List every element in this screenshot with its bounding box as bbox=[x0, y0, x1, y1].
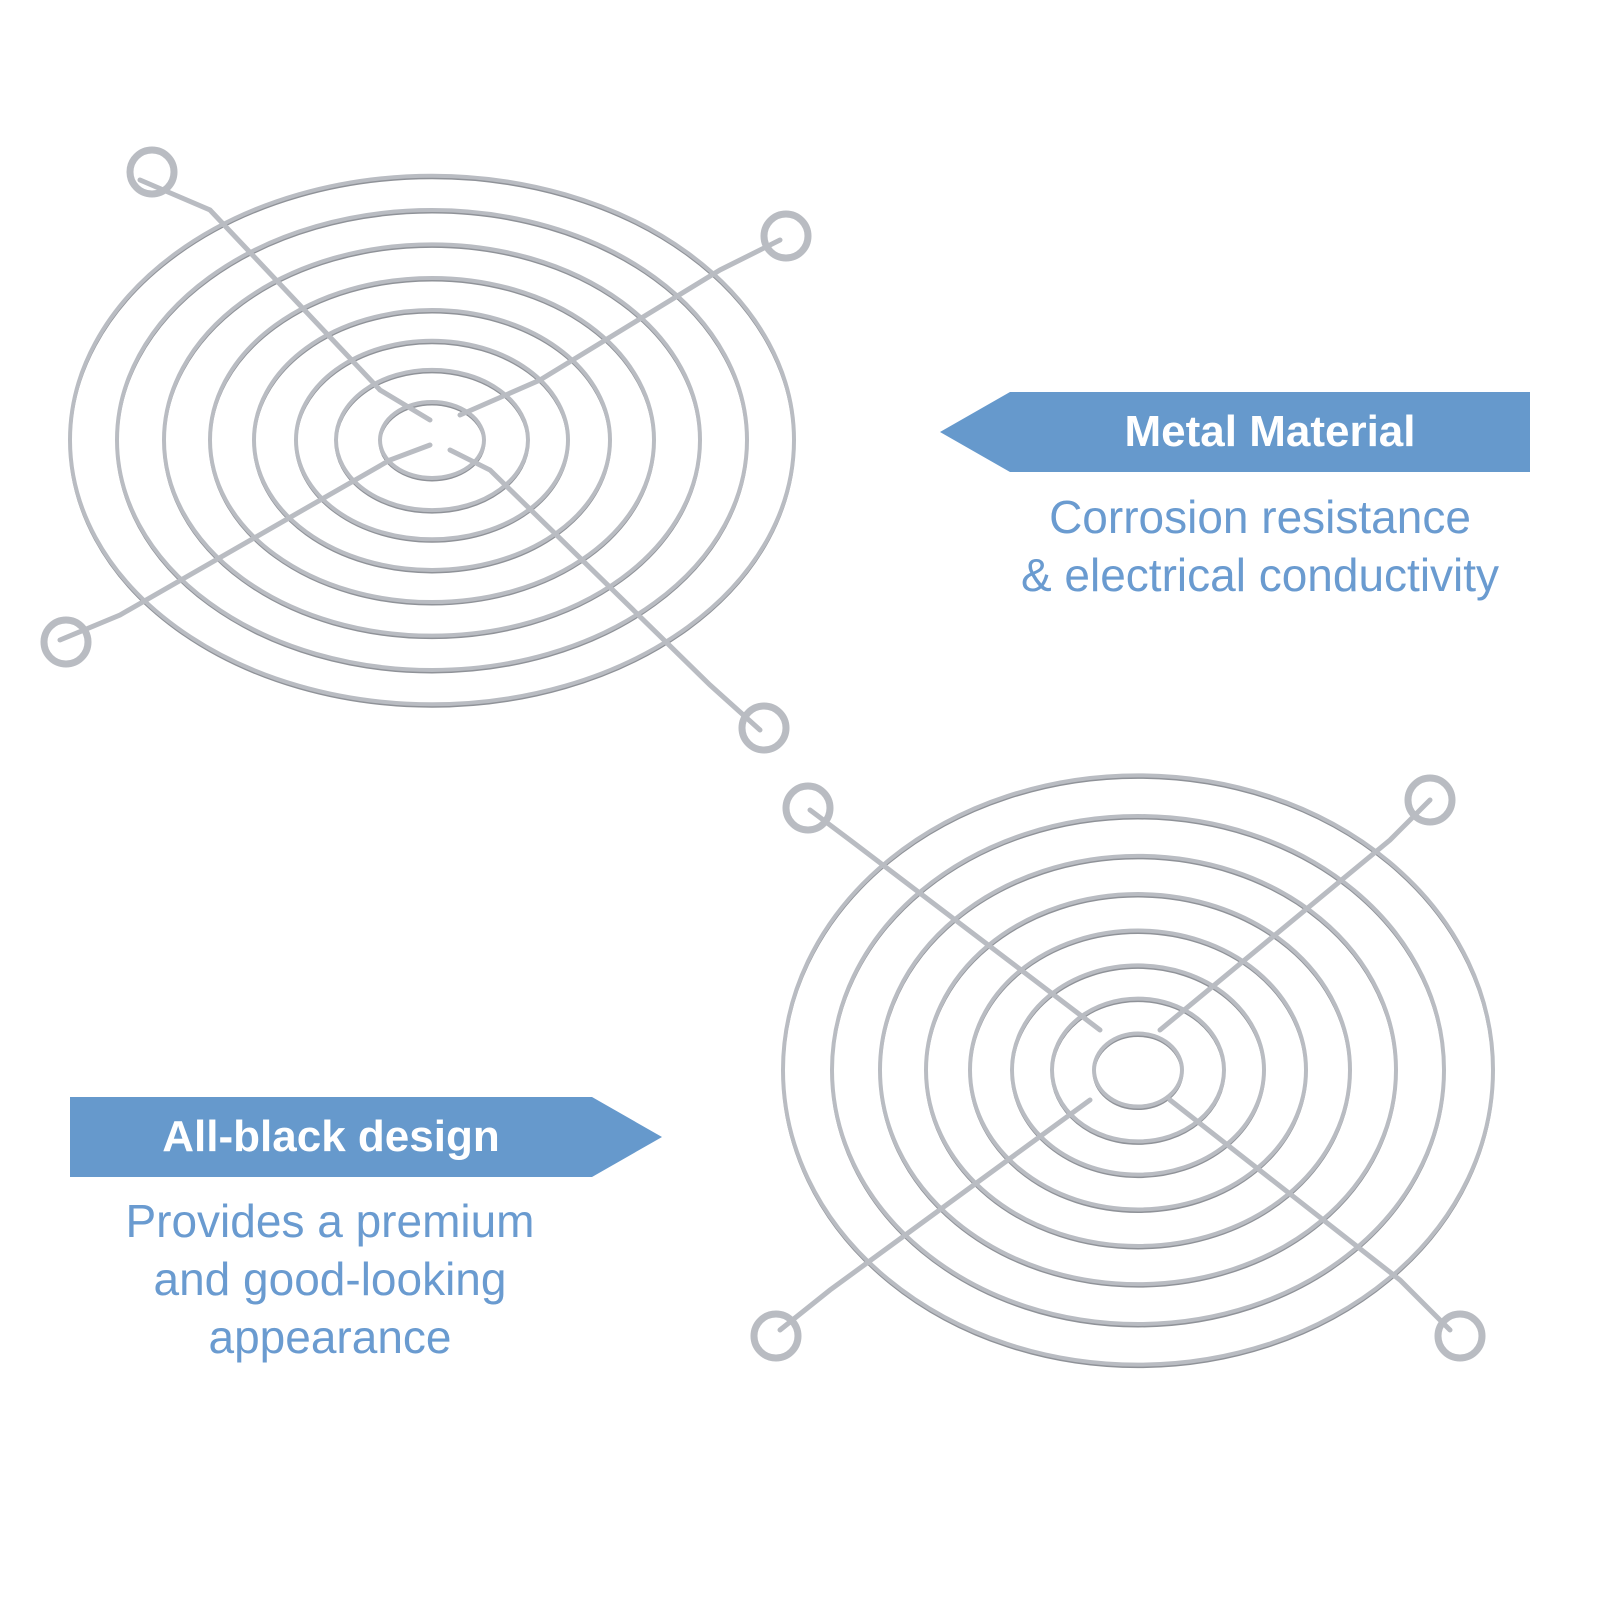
feature-title-text: Metal Material bbox=[1124, 407, 1416, 456]
feature-title-all-black-design: All-black design bbox=[70, 1097, 592, 1177]
grill-ring bbox=[1092, 1031, 1184, 1109]
fan-grill-icon bbox=[750, 773, 1495, 1369]
support-wire bbox=[137, 177, 433, 423]
grill-ring bbox=[878, 853, 1398, 1287]
feature-description-line: appearance bbox=[208, 1311, 452, 1363]
feature-description-top: Corrosion resistance & electrical conduc… bbox=[960, 488, 1560, 604]
support-wire bbox=[1167, 1097, 1453, 1333]
mounting-eyelet bbox=[760, 210, 812, 262]
mounting-eyelet bbox=[738, 702, 790, 754]
grill-ring bbox=[68, 173, 796, 707]
grill-ring bbox=[968, 928, 1308, 1212]
grill-ring bbox=[924, 892, 1352, 1248]
support-wire bbox=[447, 447, 763, 733]
callout-arrow-left-icon bbox=[940, 392, 1010, 472]
grill-ring bbox=[208, 275, 656, 605]
fan-grill-icon bbox=[40, 146, 812, 754]
support-wire bbox=[777, 1097, 1093, 1333]
mounting-eyelet bbox=[1434, 1310, 1486, 1362]
feature-description-line: & electrical conductivity bbox=[1020, 549, 1500, 601]
feature-title-metal-material: Metal Material bbox=[1010, 392, 1530, 472]
feature-description-bottom: Provides a premium and good-looking appe… bbox=[40, 1192, 620, 1366]
grill-ring bbox=[115, 208, 749, 672]
fan-grill-bottom-image bbox=[740, 770, 1530, 1410]
support-wire bbox=[457, 237, 783, 418]
grill-ring bbox=[162, 242, 702, 638]
callout-arrow-right-icon bbox=[592, 1097, 662, 1177]
support-wire bbox=[1157, 797, 1433, 1033]
feature-title-text: All-black design bbox=[162, 1112, 500, 1161]
grill-ring bbox=[252, 308, 612, 572]
mounting-eyelet bbox=[126, 146, 178, 198]
grill-ring bbox=[1010, 963, 1266, 1177]
mounting-eyelet bbox=[750, 1310, 802, 1362]
feature-description-line: Provides a premium bbox=[125, 1195, 535, 1247]
feature-description-line: and good-looking bbox=[153, 1253, 507, 1305]
mounting-eyelet bbox=[40, 616, 92, 668]
grill-ring bbox=[781, 773, 1495, 1367]
mounting-eyelet bbox=[782, 782, 834, 834]
feature-description-line: Corrosion resistance bbox=[1049, 491, 1471, 543]
grill-ring bbox=[1050, 996, 1226, 1144]
mounting-eyelet bbox=[1404, 774, 1456, 826]
support-wire bbox=[57, 442, 433, 643]
grill-ring bbox=[830, 814, 1446, 1326]
grill-ring bbox=[378, 400, 486, 480]
support-wire bbox=[807, 807, 1103, 1033]
grill-ring bbox=[334, 367, 530, 513]
fan-grill-top-image bbox=[20, 140, 820, 780]
grill-ring bbox=[294, 338, 570, 542]
